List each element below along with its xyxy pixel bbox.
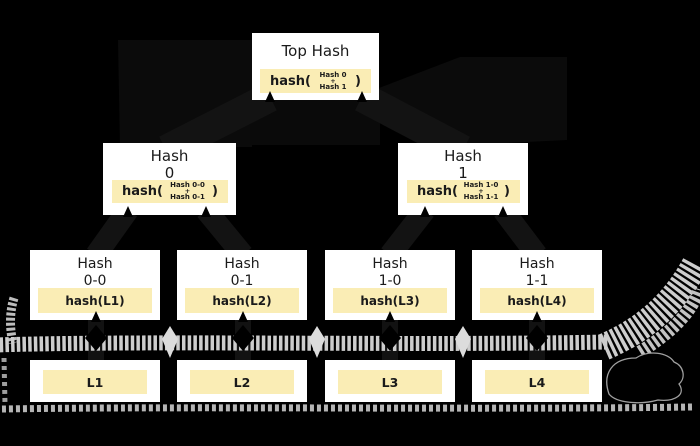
gap-diamond-3	[455, 326, 471, 358]
fn-operator: +	[478, 187, 484, 195]
fn-close: )	[355, 73, 361, 89]
fn-arg2: Hash 0-1	[170, 193, 205, 201]
fn-arg1: Hash 0-0	[170, 181, 205, 189]
data-block-label: L2	[190, 370, 294, 394]
sketch-swoosh-right	[598, 256, 700, 360]
fn-close: )	[212, 184, 218, 199]
node-title: Hash 0-0	[30, 256, 160, 290]
fn-call: hash(L2)	[212, 293, 272, 308]
arrow-hash0-tophash	[159, 83, 277, 164]
node-title: Hash 0-1	[177, 256, 307, 290]
gap-diamond-2	[309, 326, 325, 358]
sketch-swoosh-right-tail	[636, 286, 700, 358]
fn-call: hash(L1)	[65, 293, 125, 308]
node-title-line2: 1-0	[378, 273, 402, 289]
fn-open: hash(	[270, 73, 311, 89]
leaf-label: L4	[528, 374, 546, 390]
hash-function-label: hash(L1)	[38, 288, 152, 313]
leaf-label: L1	[86, 374, 104, 390]
fn-arg2: Hash 1	[319, 82, 347, 91]
obscured-label-blob	[606, 352, 684, 404]
node-top-hash: Top Hash hash( Hash 0 + Hash 1 )	[252, 33, 379, 100]
fn-args: Hash 0-0 + Hash 0-1	[170, 182, 205, 201]
fn-close: )	[504, 184, 510, 199]
fn-call: hash(L3)	[360, 293, 420, 308]
gap-diamond-1	[162, 326, 178, 358]
node-title-line1: Hash	[150, 147, 189, 165]
fn-arg1: Hash 1-0	[463, 181, 499, 189]
node-title: Hash 0	[103, 148, 236, 182]
node-leaf-l1: L1	[30, 360, 160, 402]
data-block-label: L1	[43, 370, 147, 394]
hash-function-label: hash(L3)	[333, 288, 447, 313]
arrow-hash1-tophash	[355, 83, 470, 164]
fn-args: Hash 0 + Hash 1	[319, 70, 347, 91]
arrowhead-diamond-l4	[526, 325, 548, 351]
node-title-line1: Hash	[224, 256, 260, 272]
hash-function-label: hash( Hash 1-0 + Hash 1-1 )	[407, 180, 520, 203]
fn-args: Hash 1-0 + Hash 1-1	[464, 182, 499, 201]
arrowhead-diamond-l2	[232, 325, 254, 351]
node-title: Hash 1	[398, 148, 528, 182]
node-title: Hash 1-0	[325, 256, 455, 290]
node-title-line1: Hash	[77, 256, 113, 272]
node-title-line2: 0-1	[230, 273, 254, 289]
node-hash-1-1: Hash 1-1 hash(L4)	[472, 250, 602, 320]
data-blocks-sketch-band-bottom	[1, 403, 693, 413]
node-leaf-l3: L3	[325, 360, 455, 402]
arrow-hash11-hash1	[494, 203, 546, 262]
node-title-line1: Hash	[372, 256, 408, 272]
node-title-line2: 1-1	[525, 273, 549, 289]
sketch-left-edge-dashes	[1, 357, 8, 405]
node-hash-0: Hash 0 hash( Hash 0-0 + Hash 0-1 )	[103, 143, 236, 215]
fn-call: hash(L4)	[507, 293, 567, 308]
data-block-label: L4	[485, 370, 589, 394]
fn-arg1: Hash 0	[319, 70, 347, 79]
node-hash-0-1: Hash 0-1 hash(L2)	[177, 250, 307, 320]
fn-operator: +	[330, 76, 336, 85]
hash-function-label: hash(L2)	[185, 288, 299, 313]
node-title: Top Hash	[281, 42, 350, 60]
fn-open: hash(	[122, 184, 163, 199]
node-title-line2: 0-0	[83, 273, 107, 289]
fn-open: hash(	[417, 184, 458, 199]
data-block-label: L3	[338, 370, 442, 394]
arrow-hash00-hash0	[87, 203, 137, 262]
fn-arg2: Hash 1-1	[463, 193, 499, 201]
leaf-label: L2	[233, 374, 251, 390]
hash-function-label: hash( Hash 0 + Hash 1 )	[260, 69, 371, 93]
arrow-hash01-hash0	[197, 203, 252, 262]
arrowhead-diamond-l1	[85, 325, 107, 351]
leaf-label: L3	[381, 374, 399, 390]
arrow-hash10-hash1	[381, 203, 434, 262]
node-title-line2: 0	[164, 164, 175, 182]
node-hash-1: Hash 1 hash( Hash 1-0 + Hash 1-1 )	[398, 143, 528, 215]
node-hash-0-0: Hash 0-0 hash(L1)	[30, 250, 160, 320]
node-title: Hash 1-1	[472, 256, 602, 290]
hash-function-label: hash(L4)	[480, 288, 594, 313]
node-title-line1: Hash	[444, 147, 482, 165]
sketch-left-riser	[6, 296, 19, 345]
node-title-line1: Hash	[519, 256, 555, 272]
data-blocks-sketch-band-top	[0, 334, 609, 353]
hash-function-label: hash( Hash 0-0 + Hash 0-1 )	[112, 180, 228, 203]
fn-operator: +	[184, 187, 191, 195]
arrowhead-diamond-l3	[379, 325, 401, 351]
node-title-line2: 1	[458, 164, 468, 182]
node-hash-1-0: Hash 1-0 hash(L3)	[325, 250, 455, 320]
node-leaf-l4: L4	[472, 360, 602, 402]
node-leaf-l2: L2	[177, 360, 307, 402]
